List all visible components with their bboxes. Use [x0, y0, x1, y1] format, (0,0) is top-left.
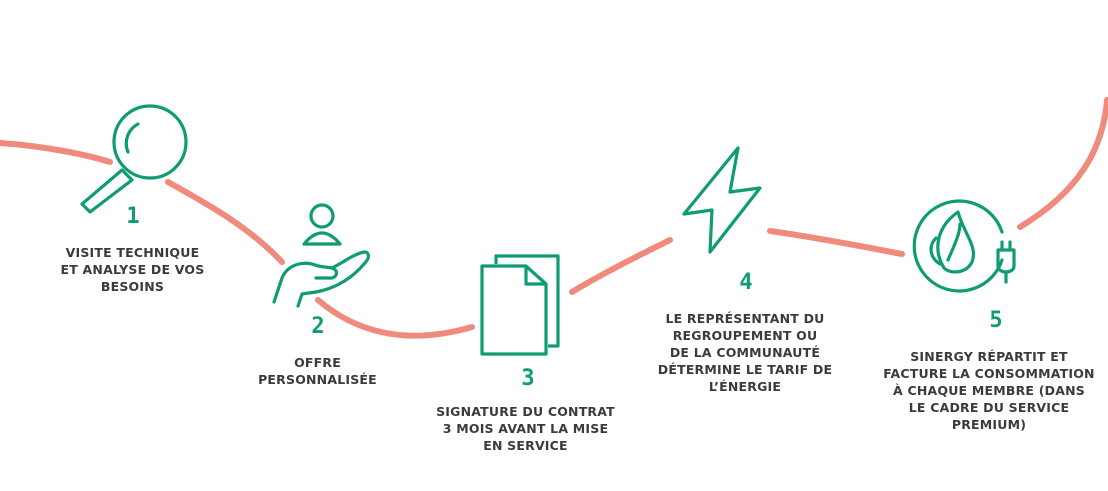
step-2-line-1: OFFRE [294, 355, 341, 370]
step-5-line-3: À CHAQUE MEMBRE (DANS [893, 383, 1085, 398]
step-label-3: SIGNATURE DU CONTRAT 3 MOIS AVANT LA MIS… [418, 403, 633, 454]
step-label-4: LE REPRÉSENTANT DU REGROUPEMENT OU DE LA… [636, 310, 854, 395]
path-segment-2 [165, 179, 285, 265]
step-3-line-2: 3 MOIS AVANT LA MISE [442, 421, 609, 436]
step-5-line-4: LE CADRE DU SERVICE [908, 400, 1070, 415]
documents-icon [480, 254, 560, 356]
step-number-2: 2 [311, 314, 325, 339]
step-label-5: SINERGY RÉPARTIT ET FACTURE LA CONSOMMAT… [878, 348, 1100, 433]
step-4-line-4: DÉTERMINE LE TARIF DE [657, 362, 833, 377]
path-segment-6 [1017, 97, 1108, 230]
leaf-plug-icon [912, 199, 1016, 293]
step-5-line-1: SINERGY RÉPARTIT ET [910, 349, 1068, 364]
path-segment-5 [767, 228, 905, 257]
step-4-line-1: LE REPRÉSENTANT DU [665, 311, 825, 326]
step-label-2: OFFRE PERSONNALISÉE [230, 354, 405, 388]
lightning-icon [682, 146, 762, 254]
step-4-line-5: L’ÉNERGIE [708, 379, 782, 394]
step-number-1: 1 [126, 204, 140, 229]
step-number-3: 3 [521, 366, 535, 391]
step-1-line-1: VISITE TECHNIQUE [65, 245, 200, 260]
step-2-line-2: PERSONNALISÉE [258, 372, 377, 387]
step-4-line-2: REGROUPEMENT OU [672, 328, 818, 343]
step-number-4: 4 [739, 270, 753, 295]
path-segment-1 [0, 140, 113, 165]
step-number-5: 5 [989, 308, 1003, 333]
step-1-line-3: BESOINS [100, 279, 165, 294]
step-5-line-2: FACTURE LA CONSOMMATION [883, 366, 1095, 381]
step-5-line-5: PREMIUM) [951, 417, 1027, 432]
path-segment-4 [569, 237, 673, 295]
step-4-line-3: DE LA COMMUNAUTÉ [669, 345, 821, 360]
hand-offer-icon [272, 203, 370, 308]
step-1-line-2: ET ANALYSE DE VOS [60, 262, 205, 277]
step-label-1: VISITE TECHNIQUE ET ANALYSE DE VOS BESOI… [40, 244, 225, 295]
path-segment-3 [315, 297, 475, 339]
step-3-line-1: SIGNATURE DU CONTRAT [436, 404, 615, 419]
magnifier-icon [80, 104, 188, 214]
step-3-line-3: EN SERVICE [483, 438, 568, 453]
